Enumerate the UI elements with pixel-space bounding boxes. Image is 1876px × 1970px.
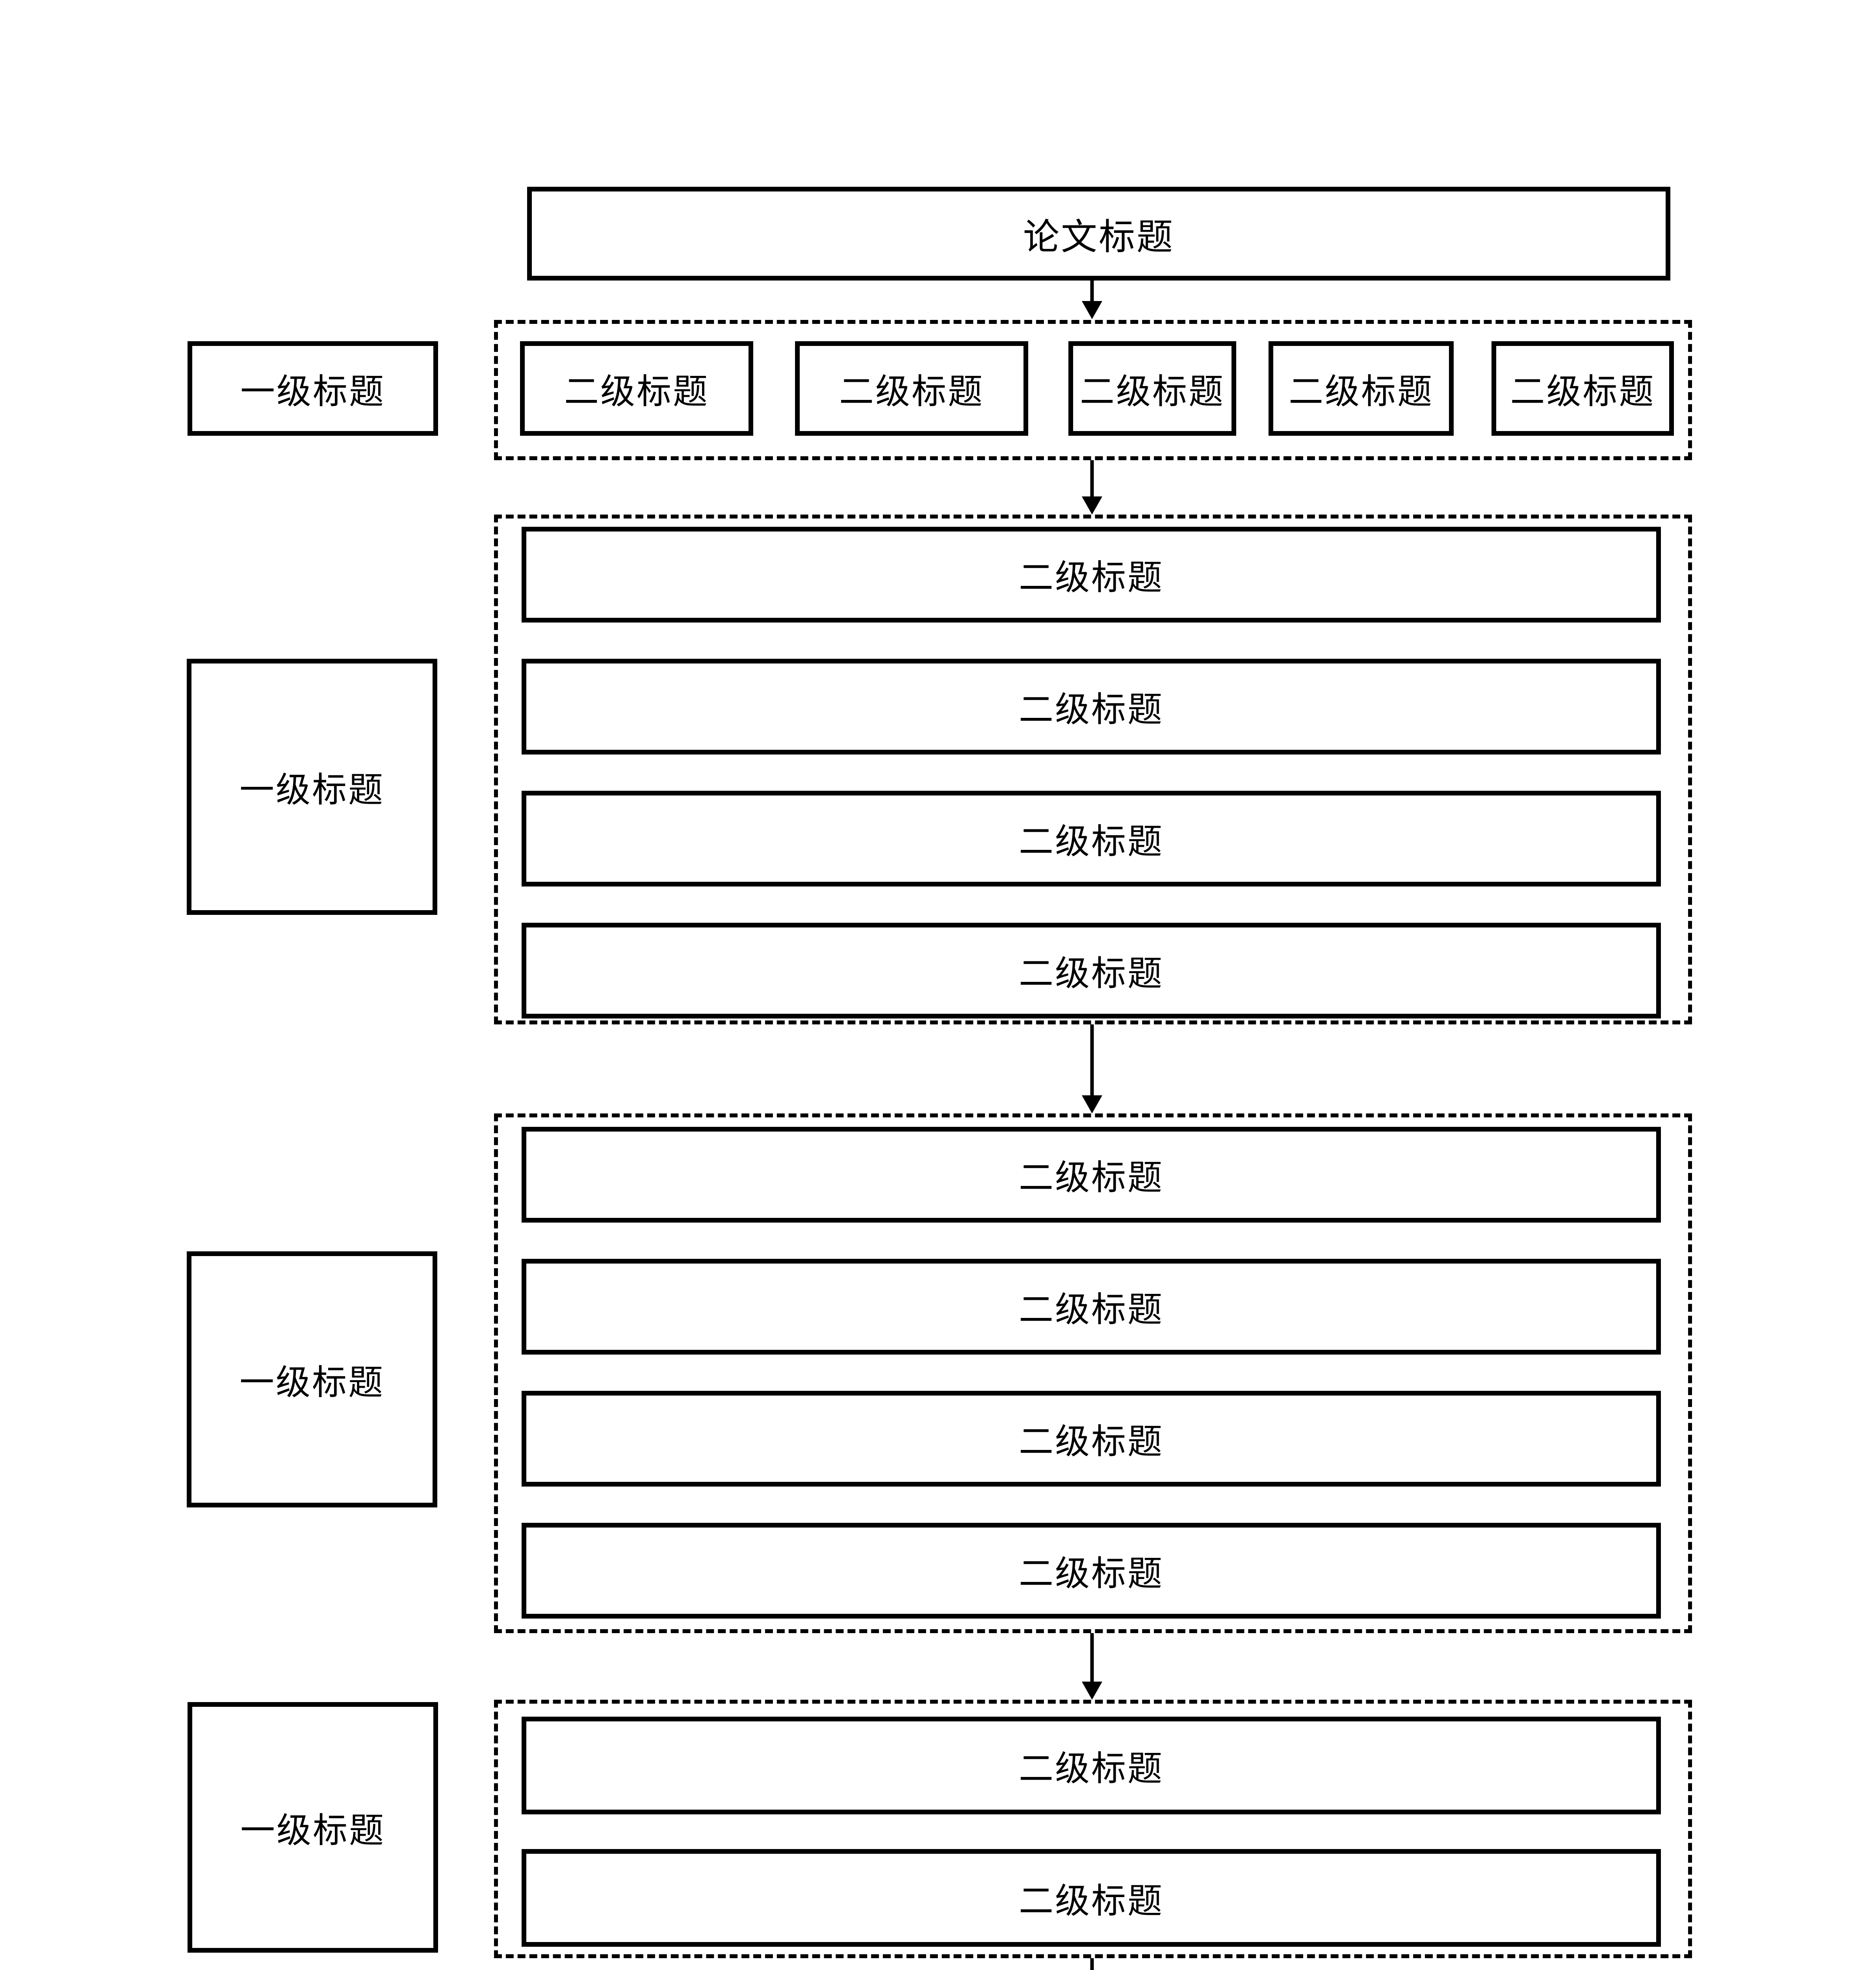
- level2-title-label: 二级标题: [839, 373, 984, 411]
- paper-title-label: 论文标题: [1023, 217, 1174, 257]
- arrow-head-icon: [1082, 1095, 1102, 1113]
- arrow-shaft: [1090, 1633, 1094, 1683]
- level2-title-box: 二级标题: [522, 527, 1661, 623]
- level2-title-box: 二级标题: [522, 1127, 1661, 1223]
- level2-title-label: 二级标题: [1018, 1750, 1164, 1788]
- level1-title-box: 一级标题: [187, 659, 437, 915]
- arrow-head-icon: [1082, 1682, 1102, 1700]
- connector-arrow: [1082, 460, 1102, 515]
- arrow-shaft: [1090, 460, 1094, 498]
- level2-title-label: 二级标题: [564, 373, 709, 411]
- level2-title-label: 二级标题: [1018, 1555, 1164, 1593]
- level2-group-container: [494, 1113, 1692, 1633]
- level2-title-box: 二级标题: [522, 1717, 1661, 1814]
- level2-title-label: 二级标题: [1018, 559, 1164, 597]
- level2-title-label: 二级标题: [1018, 1882, 1164, 1921]
- level2-title-box: 二级标题: [1068, 341, 1236, 436]
- arrow-shaft: [1090, 1958, 1094, 1970]
- level2-title-label: 二级标题: [1018, 1291, 1164, 1329]
- level2-title-label: 二级标题: [1018, 691, 1164, 729]
- level2-title-box: 二级标题: [522, 1849, 1661, 1947]
- level1-title-box: 一级标题: [188, 341, 438, 436]
- level2-title-label: 二级标题: [1018, 955, 1164, 993]
- level2-title-box: 二级标题: [522, 791, 1661, 886]
- level1-title-box: 一级标题: [187, 1251, 437, 1507]
- level2-title-box: 二级标题: [522, 659, 1661, 755]
- level2-title-label: 二级标题: [1018, 823, 1164, 861]
- level2-title-label: 二级标题: [1018, 1423, 1164, 1461]
- level2-group-container: [494, 1700, 1692, 1958]
- level2-title-box: 二级标题: [522, 923, 1661, 1018]
- level1-title-box: 一级标题: [188, 1702, 438, 1953]
- arrow-head-icon: [1082, 496, 1102, 515]
- level2-title-label: 二级标题: [1018, 1159, 1164, 1197]
- level2-title-box: 二级标题: [522, 1391, 1661, 1487]
- paper-title-box: 论文标题: [527, 187, 1670, 281]
- level2-group-container: [494, 515, 1692, 1024]
- level2-title-box: 二级标题: [795, 341, 1028, 436]
- level2-title-box: 二级标题: [522, 1259, 1661, 1355]
- connector-arrow: [1082, 1633, 1102, 1700]
- connector-arrow: [1082, 1024, 1102, 1113]
- arrow-head-icon: [1082, 301, 1102, 319]
- level2-title-box: 二级标题: [522, 1523, 1661, 1619]
- level2-title-label: 二级标题: [1079, 373, 1225, 411]
- level1-title-label: 一级标题: [240, 373, 385, 411]
- level2-title-label: 二级标题: [1510, 373, 1655, 411]
- level2-title-box: 二级标题: [520, 341, 753, 436]
- connector-arrow: [1082, 1958, 1102, 1970]
- connector-arrow: [1082, 281, 1102, 319]
- level1-title-label: 一级标题: [239, 771, 384, 810]
- arrow-shaft: [1090, 281, 1094, 303]
- level1-title-label: 一级标题: [239, 1364, 384, 1402]
- level2-title-label: 二级标题: [1288, 373, 1434, 411]
- arrow-shaft: [1090, 1024, 1094, 1097]
- level2-title-box: 二级标题: [1492, 341, 1674, 436]
- level2-title-box: 二级标题: [1269, 341, 1454, 436]
- level1-title-label: 一级标题: [240, 1812, 385, 1850]
- level2-group-container: [494, 320, 1692, 460]
